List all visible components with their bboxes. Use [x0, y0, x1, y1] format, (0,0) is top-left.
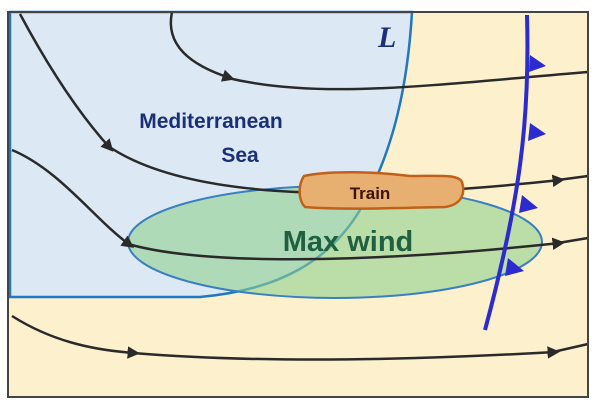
sea-label-line2: Sea: [221, 144, 259, 167]
streamline-4a: [11, 314, 140, 359]
streamline-2b: [107, 144, 565, 195]
streamline-1a: [169, 11, 235, 82]
streamline-4b: [132, 346, 560, 361]
front-triangle-icon: [529, 55, 546, 72]
streamline-4c: [552, 342, 589, 354]
front-triangle-icon: [519, 195, 538, 213]
cold-front: [483, 14, 546, 331]
streamline-3b: [127, 237, 565, 261]
streamline-3c: [557, 236, 589, 245]
front-triangle-icon: [528, 123, 546, 141]
streamlines: [11, 11, 589, 361]
frame: [7, 11, 589, 398]
sea-label-line1: Mediterranean: [139, 110, 283, 133]
low-pressure-label: L: [377, 21, 396, 54]
front-triangle-icon: [505, 258, 524, 276]
streamline-2c: [557, 174, 589, 182]
train-shape: [298, 170, 465, 210]
train-label: Train: [350, 184, 391, 203]
streamline-2a: [18, 13, 114, 152]
streamline-3a: [11, 148, 135, 248]
max-wind-label: Max wind: [283, 226, 414, 258]
